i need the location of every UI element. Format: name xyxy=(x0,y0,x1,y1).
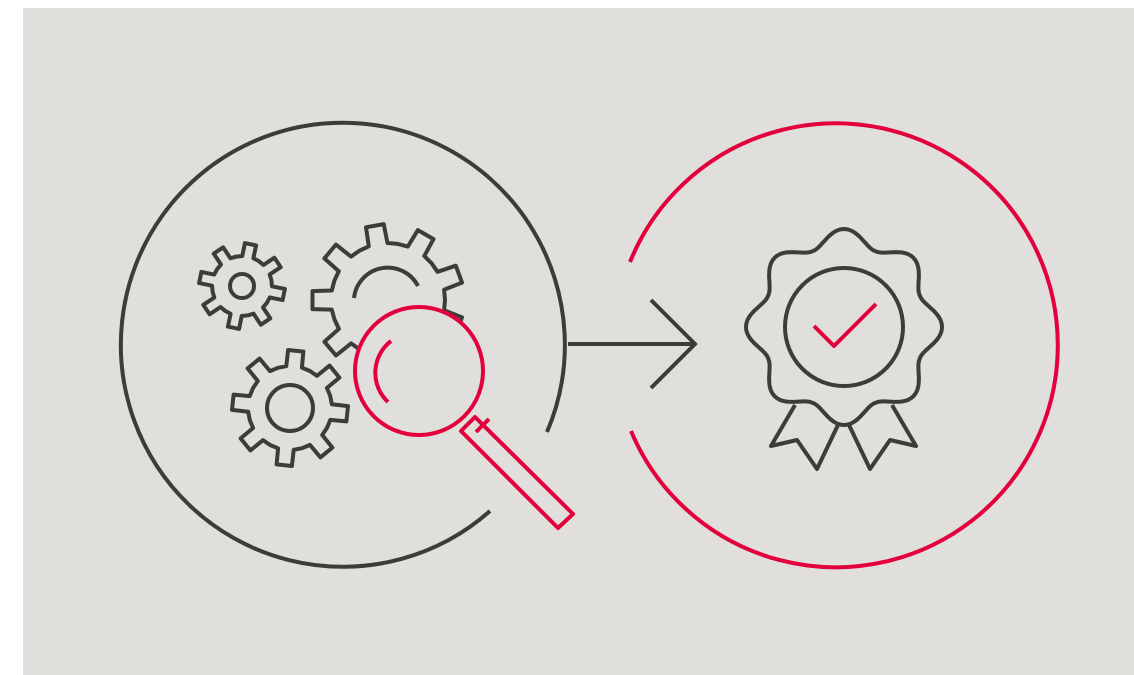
process-circle xyxy=(118,120,567,569)
gear-small xyxy=(197,241,287,331)
magnifying-glass-icon xyxy=(353,305,575,530)
quality-circle xyxy=(628,121,1060,570)
arrow-right-icon xyxy=(568,298,698,390)
illustration-panel xyxy=(23,8,1134,675)
background xyxy=(23,8,1134,675)
checkmark-icon xyxy=(812,302,878,348)
award-badge-icon xyxy=(744,227,944,471)
process-to-quality-diagram xyxy=(23,8,1134,675)
gear-medium xyxy=(230,348,350,468)
